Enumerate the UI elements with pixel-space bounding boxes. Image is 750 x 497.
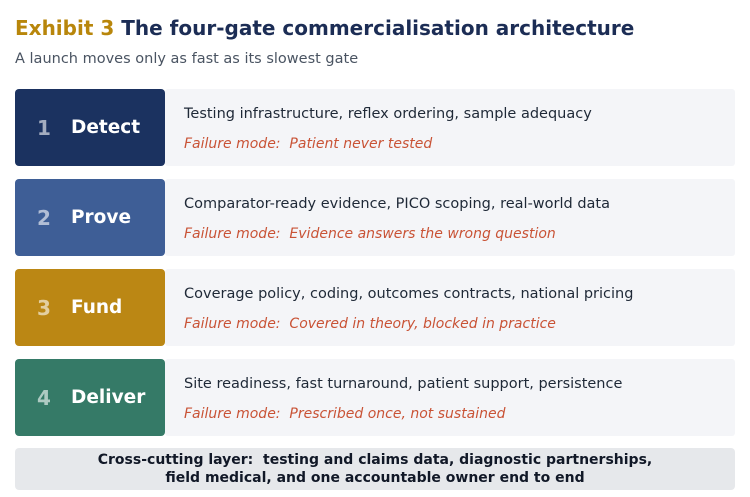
gate-number: 1 (37, 115, 51, 140)
gate-box-detect: 1 Detect (15, 89, 165, 166)
gate-list: 1 Detect Testing infrastructure, reflex … (15, 89, 735, 449)
exhibit-title: Exhibit 3 The four-gate commercialisatio… (15, 15, 735, 41)
exhibit-header: Exhibit 3 The four-gate commercialisatio… (15, 15, 735, 68)
gate-description: Testing infrastructure, reflex ordering,… (184, 106, 592, 122)
gate-panel (165, 89, 735, 166)
gate-name: Prove (71, 207, 131, 228)
gate-name: Deliver (71, 387, 146, 408)
gate-failure-mode: Failure mode: Evidence answers the wrong… (184, 226, 556, 242)
gate-panel (165, 359, 735, 436)
gate-description: Site readiness, fast turnaround, patient… (184, 376, 623, 392)
gate-name: Fund (71, 297, 123, 318)
crosscutting-line-2: field medical, and one accountable owner… (165, 470, 585, 486)
gate-name: Detect (71, 117, 141, 138)
gate-number: 2 (37, 205, 51, 230)
gate-row-detect: 1 Detect Testing infrastructure, reflex … (15, 89, 735, 166)
title-text: The four-gate commercialisation architec… (121, 16, 635, 40)
gate-row-prove: 2 Prove Comparator-ready evidence, PICO … (15, 179, 735, 256)
gate-number: 4 (37, 385, 51, 410)
gate-failure-mode: Failure mode: Prescribed once, not susta… (184, 406, 506, 422)
gate-panel (165, 269, 735, 346)
gate-description: Coverage policy, coding, outcomes contra… (184, 286, 634, 302)
gate-failure-mode: Failure mode: Patient never tested (184, 136, 433, 152)
crosscutting-layer: Cross-cutting layer: testing and claims … (15, 448, 735, 490)
exhibit-subtitle: A launch moves only as fast as its slowe… (15, 51, 359, 67)
gate-failure-mode: Failure mode: Covered in theory, blocked… (184, 316, 556, 332)
crosscutting-line-1: Cross-cutting layer: testing and claims … (97, 452, 653, 468)
gate-box-deliver: 4 Deliver (15, 359, 165, 436)
exhibit-label: Exhibit 3 (15, 16, 115, 40)
gate-number: 3 (37, 295, 51, 320)
gate-row-fund: 3 Fund Coverage policy, coding, outcomes… (15, 269, 735, 346)
gate-description: Comparator-ready evidence, PICO scoping,… (184, 196, 610, 212)
gate-row-deliver: 4 Deliver Site readiness, fast turnaroun… (15, 359, 735, 436)
gate-panel (165, 179, 735, 256)
gate-box-prove: 2 Prove (15, 179, 165, 256)
gate-box-fund: 3 Fund (15, 269, 165, 346)
